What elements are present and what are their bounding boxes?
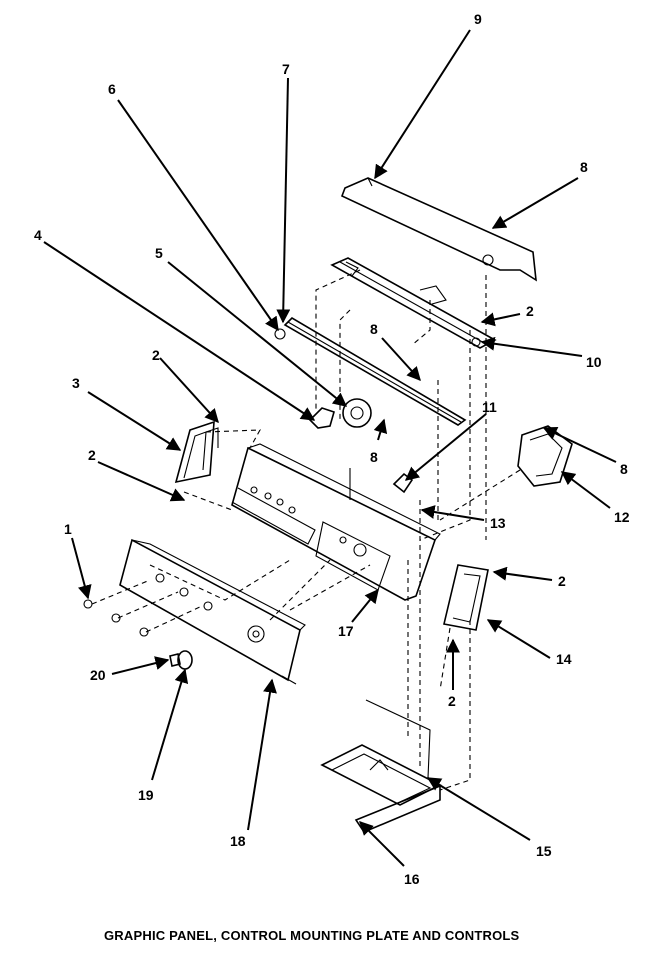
diagram-caption: GRAPHIC PANEL, CONTROL MOUNTING PLATE AN… <box>104 928 520 943</box>
callout-2-rail: 2 <box>526 303 534 319</box>
callout-2-right: 2 <box>558 573 566 589</box>
callout-8-timer: 8 <box>370 449 378 465</box>
callout-2-cap: 2 <box>152 347 160 363</box>
callout-8-switch: 8 <box>620 461 628 477</box>
switch-part <box>517 425 573 487</box>
callout-6: 6 <box>108 81 116 97</box>
callout-2-bottom: 2 <box>448 693 456 709</box>
timer-part <box>342 398 372 428</box>
top-trim-part <box>340 177 537 282</box>
button-parts <box>83 599 149 637</box>
callout-19: 19 <box>138 787 154 803</box>
callout-7: 7 <box>282 61 290 77</box>
right-end-cap-part <box>443 564 489 631</box>
callout-8-mid: 8 <box>370 321 378 337</box>
leader-arrows <box>43 29 617 867</box>
callout-17: 17 <box>338 623 354 639</box>
callout-3: 3 <box>72 375 80 391</box>
callout-2-left: 2 <box>88 447 96 463</box>
callout-11: 11 <box>482 399 497 415</box>
knob-part <box>169 650 193 670</box>
callout-1: 1 <box>64 521 72 537</box>
callout-5: 5 <box>155 245 163 261</box>
bracket-part <box>308 407 335 429</box>
callout-8-top: 8 <box>580 159 588 175</box>
callout-9: 9 <box>474 11 482 27</box>
callout-10: 10 <box>586 354 602 370</box>
assembly-guide-lines <box>91 269 521 791</box>
left-end-cap-part <box>174 420 219 484</box>
callout-20: 20 <box>90 667 106 683</box>
graphic-panel-part <box>119 538 306 685</box>
callout-4: 4 <box>34 227 42 243</box>
callout-14: 14 <box>556 651 572 667</box>
callout-12: 12 <box>614 509 630 525</box>
callout-16: 16 <box>404 871 420 887</box>
callout-18: 18 <box>230 833 246 849</box>
bottom-bracket-part <box>320 699 442 833</box>
callout-15: 15 <box>536 843 552 859</box>
callout-13: 13 <box>490 515 506 531</box>
